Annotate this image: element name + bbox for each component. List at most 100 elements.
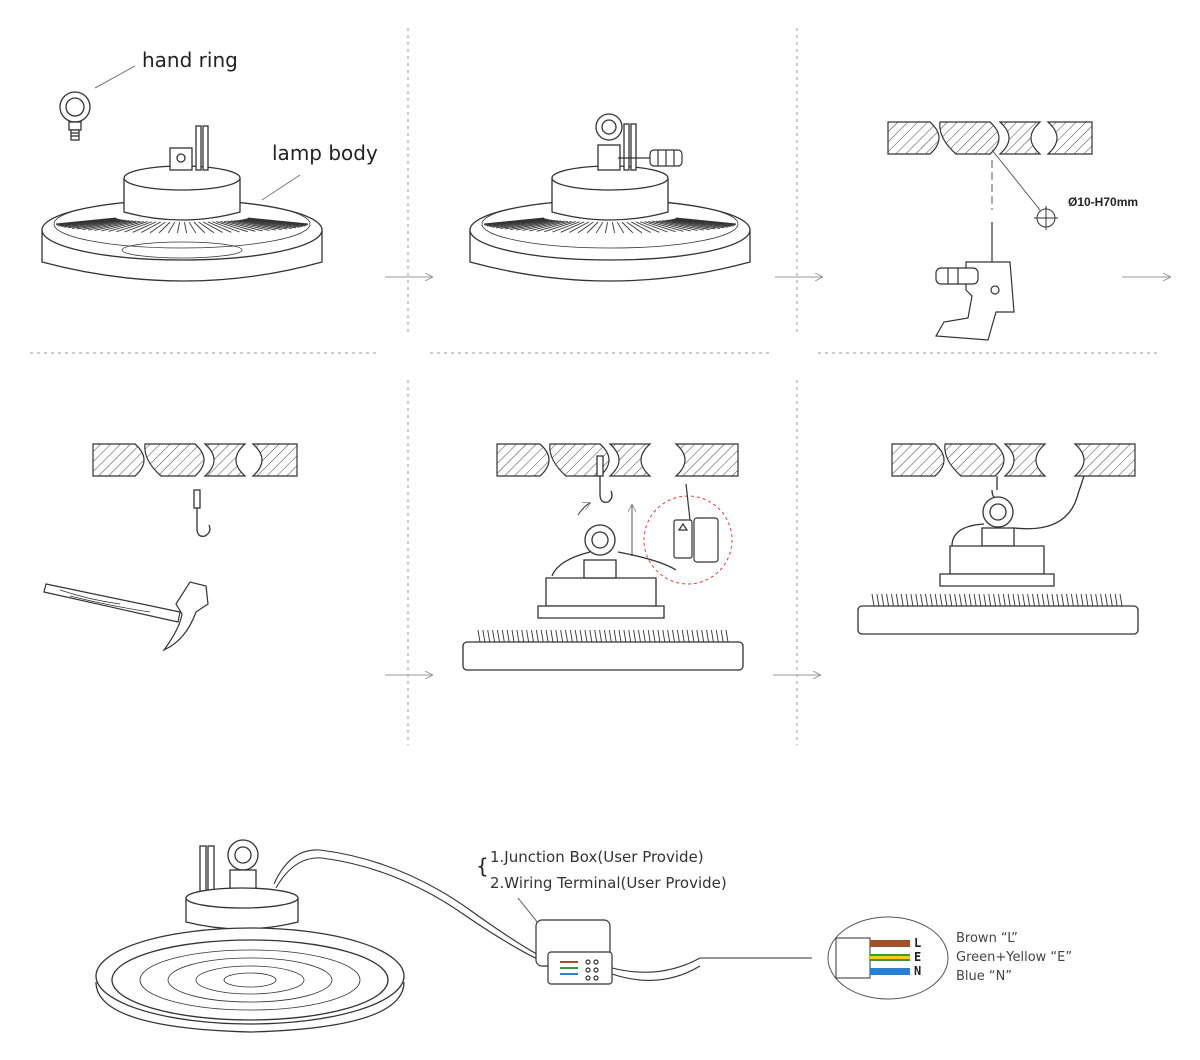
heatsink-fin <box>82 220 130 230</box>
heatsink-fin <box>655 220 698 231</box>
screwdriver-icon <box>618 149 683 167</box>
heatsink-fin <box>1095 593 1099 607</box>
heatsink-fin <box>149 221 166 234</box>
heatsink-fin <box>1090 593 1094 607</box>
heatsink-fin <box>871 593 875 607</box>
heatsink-fin <box>1007 593 1011 607</box>
heatsink-fin <box>959 593 962 607</box>
heatsink-fin <box>521 629 525 643</box>
heatsink-fin <box>983 593 987 607</box>
heatsink-fin <box>626 221 643 234</box>
heatsink-fin <box>88 220 133 231</box>
heatsink-fin <box>510 220 558 230</box>
heatsink-fin <box>910 593 914 607</box>
heatsink-fin <box>920 593 924 607</box>
heatsink-fin <box>243 219 300 228</box>
heatsink-fin <box>681 629 685 643</box>
heatsink-fin <box>167 221 176 234</box>
heatsink-fin <box>1080 593 1084 607</box>
heatsink-fin <box>560 629 564 643</box>
heatsink-fin <box>954 593 958 607</box>
junction-box-label: 1.Junction Box(User Provide) <box>490 848 704 866</box>
heatsink-fin <box>710 629 714 643</box>
heatsink-fin <box>876 593 880 607</box>
heatsink-fin <box>531 629 534 643</box>
heatsink-fin <box>241 219 297 229</box>
heatsink-fin <box>224 220 263 232</box>
heatsink-fin <box>673 218 731 228</box>
heatsink-fin <box>1085 593 1089 607</box>
ceiling-slab <box>92 443 298 477</box>
heatsink-fin <box>1119 593 1123 607</box>
heatsink-fin <box>216 221 248 233</box>
junction-box-icon <box>535 919 613 985</box>
heatsink-fin <box>500 219 553 229</box>
heatsink-fin <box>57 218 117 226</box>
heatsink-fin <box>516 220 561 231</box>
heatsink-fin <box>220 220 256 232</box>
heatsink-fin <box>495 219 551 229</box>
heatsink-fin <box>188 221 197 234</box>
heatsink-fin <box>552 221 580 233</box>
heatsink-fin <box>555 629 559 643</box>
heatsink-fin <box>1002 593 1006 607</box>
heatsink-fin <box>1066 593 1069 607</box>
heatsink-fin <box>604 222 609 234</box>
heatsink-fin <box>58 218 118 227</box>
heatsink-fin <box>574 629 578 643</box>
heatsink-fin <box>881 593 885 607</box>
hole-spec-label: Ø10-H70mm <box>1068 195 1138 209</box>
heatsink-fin <box>193 221 206 234</box>
hand-ring-icon <box>59 91 91 141</box>
heatsink-fin <box>696 629 700 643</box>
heatsink-fin <box>652 629 656 643</box>
heatsink-fin <box>231 220 276 231</box>
panel-2 <box>469 113 751 282</box>
heatsink-fin <box>545 629 549 643</box>
heatsink-fin <box>577 221 594 234</box>
heatsink-fin <box>595 221 604 234</box>
heatsink-fin <box>64 219 121 228</box>
heatsink-fin <box>621 221 634 234</box>
heatsink-fin <box>644 221 676 233</box>
heatsink-fin <box>207 221 232 233</box>
heatsink-fin <box>586 221 599 234</box>
heatsink-fin <box>631 221 651 233</box>
heatsink-fin <box>611 222 616 234</box>
heatsink-fin <box>236 219 288 230</box>
heatsink-fin <box>247 217 309 225</box>
heatsink-fin <box>579 629 583 643</box>
heatsink-fin <box>485 218 545 226</box>
heatsink-fin <box>891 593 894 607</box>
heatsink-fin <box>895 593 899 607</box>
heatsink-fin <box>1100 593 1103 607</box>
heatsink-fin <box>720 629 724 643</box>
heatsink-fin <box>905 593 909 607</box>
heatsink-fin <box>124 221 152 233</box>
heatsink-fin <box>915 593 919 607</box>
heatsink-fin <box>246 218 306 227</box>
lamp-body-icon <box>95 839 549 1033</box>
heatsink-fin <box>691 629 695 643</box>
heatsink-fin <box>61 218 119 228</box>
heatsink-fin <box>116 221 148 233</box>
heatsink-fin <box>648 220 684 232</box>
heatsink-fin <box>183 222 188 234</box>
lamp-body-icon <box>469 113 751 282</box>
connector-icon <box>673 483 719 563</box>
heatsink-fin <box>176 222 181 234</box>
panel-5 <box>462 443 744 671</box>
heatsink-fin <box>674 218 734 227</box>
heatsink-fin <box>963 593 967 607</box>
heatsink-fin <box>973 593 977 607</box>
heatsink-fin <box>584 629 588 643</box>
heatsink-fin <box>657 629 661 643</box>
heatsink-fin <box>526 629 530 643</box>
heatsink-fin <box>608 629 612 643</box>
drill-icon <box>935 222 1015 341</box>
heatsink-fin <box>560 221 585 233</box>
heatsink-fin <box>594 629 598 643</box>
panel-4 <box>43 443 298 652</box>
heatsink-fin <box>633 629 637 643</box>
heatsink-fin <box>652 220 691 232</box>
